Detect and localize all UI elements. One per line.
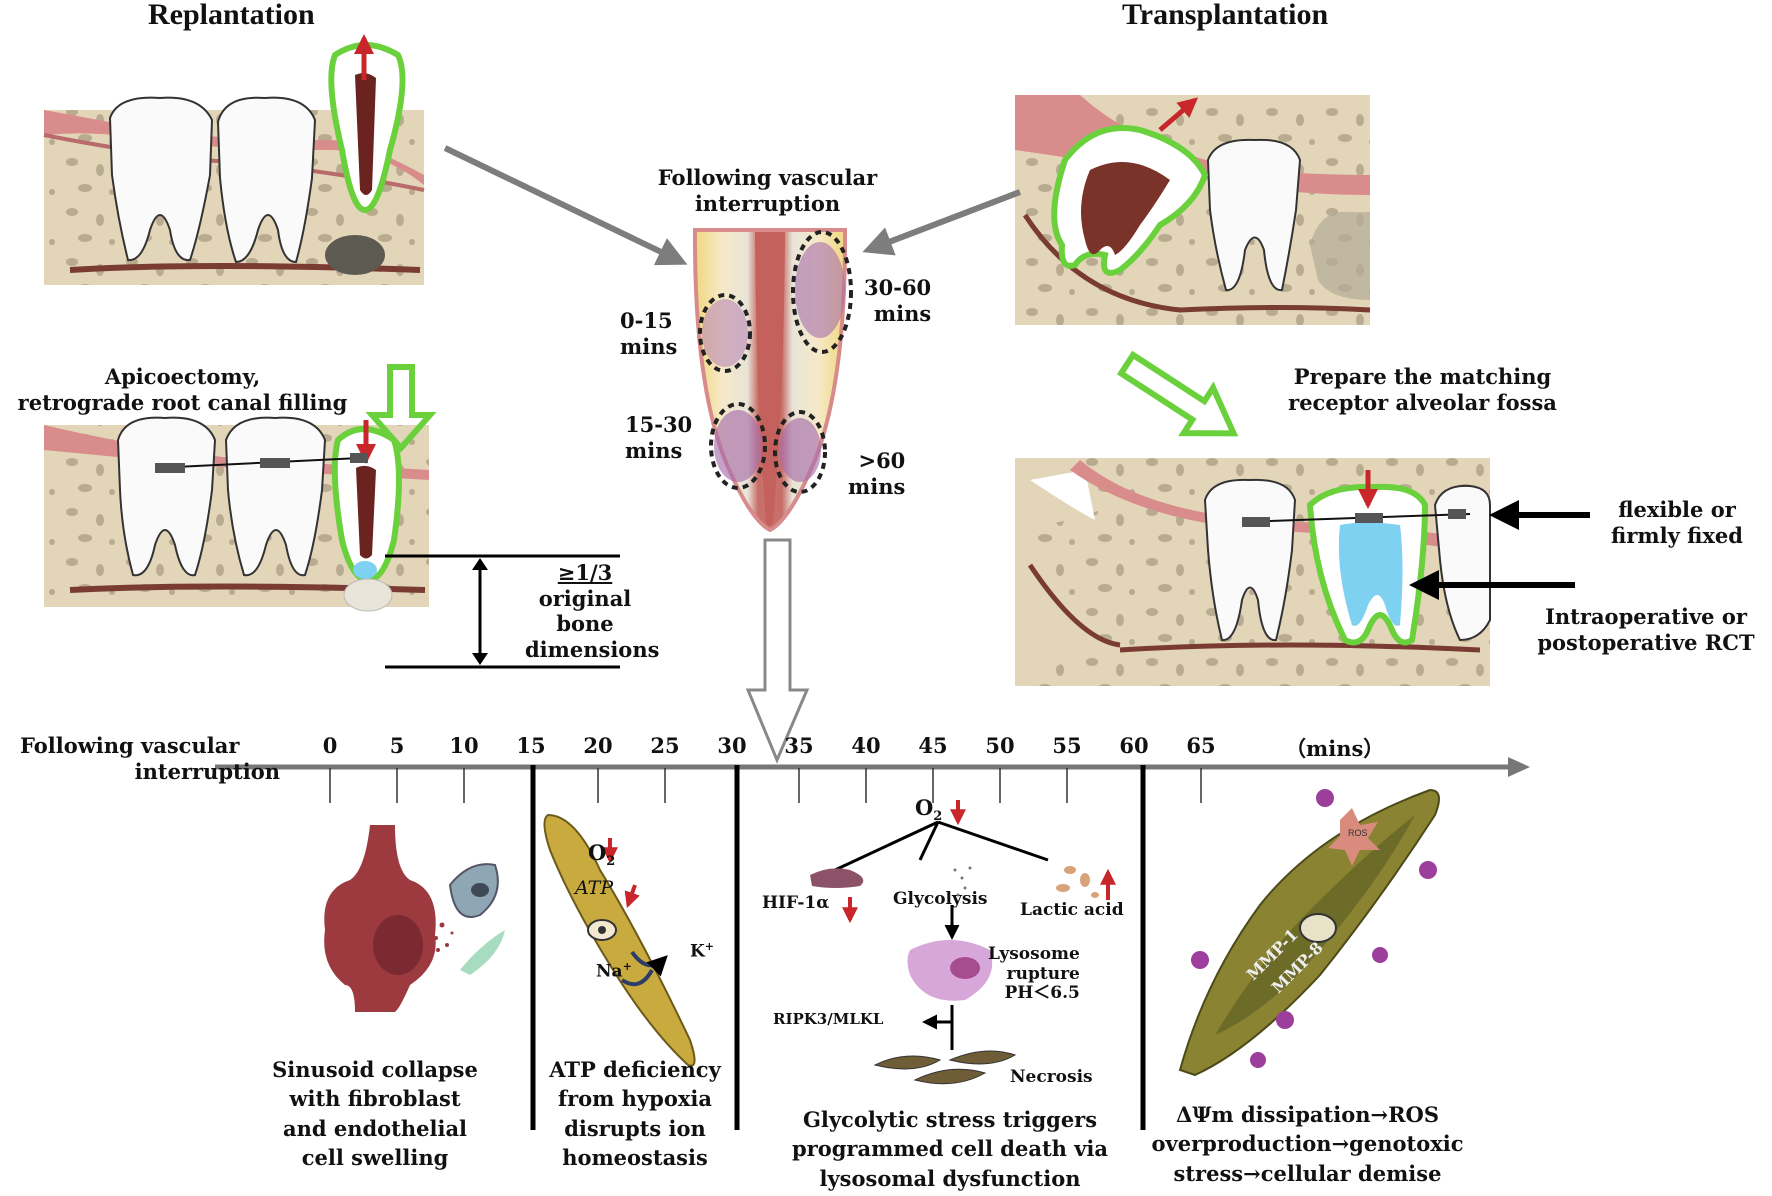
transplantation-heading: Transplantation [1122,0,1329,31]
stage3-necrosis: Necrosis [1010,1067,1093,1087]
timeline-tick-label: 25 [650,733,680,758]
bone-line3: bone [556,611,614,637]
zone-15-30-ring [709,402,767,490]
timeline-tick-label: 15 [516,733,546,758]
stage1-caption: Sinusoid collapse with fibroblast and en… [272,1057,478,1171]
transplant-to-root-arrow [862,189,1022,256]
zone-0-15-ring [698,293,752,373]
transplant-top-panel [1015,95,1371,325]
timeline-unit: （mins） [1285,736,1385,761]
rct-line2: postoperative RCT [1537,629,1755,655]
replant-step-arrow [365,364,437,453]
timeline-tick-label: 40 [851,733,881,758]
stage4-ros: ROS [1348,828,1368,838]
timeline-tick-label: 50 [985,733,1015,758]
timeline-tick-label: 60 [1119,733,1149,758]
transplant-step-line1: Prepare the matching [1293,364,1552,389]
center-title: Following vascular interruption [600,165,935,216]
decrease-increase-markers [602,800,1116,924]
zone-30-60-ring [791,230,853,354]
timeline-label-line2: interruption [134,758,280,784]
bone-line2: original [538,585,632,611]
stage4-cell-illustration [1178,788,1440,1077]
timeline-label-line1: Following vascular [20,733,240,758]
rct-line1: Intraoperative or [1545,604,1747,629]
stage3-o2: O2 [915,795,943,825]
stage3-lysosome: Lysosome rupture PH＜6.5 [988,944,1080,1004]
bone-line1: ≥1/3 [557,560,613,585]
replant-step-line2: retrograde root canal filling [17,389,348,415]
stage2-na: Na+ [596,960,632,982]
stage2-o2: O2 [588,840,616,870]
fixation-label: flexible or firmly fixed [1582,497,1772,548]
stage2-k: K+ [690,940,714,962]
transplant-step-label: Prepare the matching receptor alveolar f… [1250,364,1595,415]
bone-dimension-label: ≥1/3 original bone dimensions [525,560,660,662]
replant-step-line1: Apicoectomy, [104,364,261,389]
center-title-line1: Following vascular [657,165,878,190]
timeline-axis [215,757,1530,1130]
fix-line2: firmly fixed [1611,522,1743,548]
timeline-tick-label: 10 [449,733,479,758]
transplant-step-line2: receptor alveolar fossa [1288,389,1557,415]
zone-label-15-30: 15-30 mins [625,412,693,463]
timeline-tick-label: 20 [583,733,613,758]
replantation-heading: Replantation [148,0,315,31]
timeline-tick-label: 65 [1186,733,1216,758]
stage1-sinusoid-illustration [324,825,505,1012]
zone-label-30-60: 30-60 mins [864,275,932,326]
stage3-glycolysis: Glycolysis [893,889,988,909]
replant-to-root-arrow [443,145,688,266]
timeline-tick-label: 5 [389,733,405,758]
center-title-line2: interruption [694,190,841,216]
zone-60-ring [773,410,827,494]
timeline-tick-label: 30 [717,733,747,758]
zone-label-60: >60 mins [848,448,906,499]
stage3-pathway [810,820,1099,1085]
stage3-caption: Glycolytic stress triggers programmed ce… [791,1107,1109,1191]
rct-label: Intraoperative or postoperative RCT [1520,604,1772,655]
stage2-caption: ATP deficiency from hypoxia disrupts ion… [549,1057,721,1171]
replant-bottom-panel [44,416,429,612]
root-to-timeline-arrow [745,538,810,764]
timeline-tick-label: 45 [918,733,948,758]
fix-line1: flexible or [1618,497,1736,522]
replant-step-label: Apicoectomy, retrograde root canal filli… [0,364,365,415]
stage2-atp: ATP [575,877,614,899]
timeline-tick-label: 55 [1052,733,1082,758]
stage4-caption: ΔΨm dissipation→ROS overproduction→genot… [1151,1102,1464,1186]
stage3-ripk: RIPK3/MLKL [773,1010,884,1028]
stage2-cell-illustration [543,813,696,1067]
timeline-tick-label: 35 [784,733,814,758]
bone-line4: dimensions [525,636,660,662]
timeline-label: Following vascular interruption [20,733,300,784]
stage3-hif: HIF-1α [762,893,830,913]
zone-label-0-15: 0-15 mins [620,308,678,359]
stage3-lactic: Lactic acid [1020,900,1124,920]
transplant-bottom-panel [1015,458,1491,686]
timeline-tick-label: 0 [322,733,338,758]
replant-top-panel [43,34,425,285]
transplant-step-arrow [1116,350,1239,437]
root-cross-section [692,228,853,533]
